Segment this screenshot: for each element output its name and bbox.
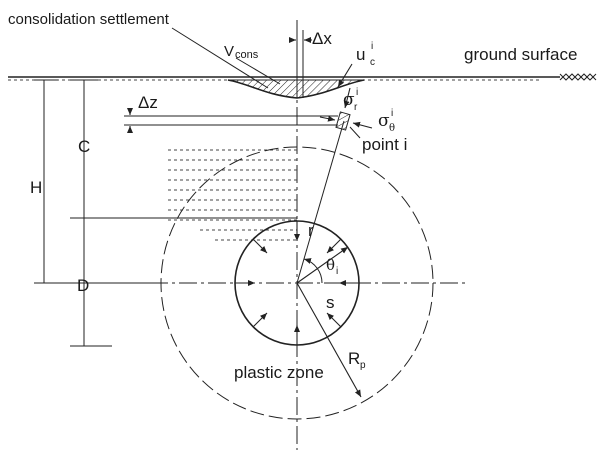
ground-surface-label: ground surface bbox=[464, 45, 577, 64]
settlement-u-label-sup: i bbox=[371, 41, 373, 52]
ground-hatch-symbol bbox=[559, 73, 597, 81]
point-i-element bbox=[335, 111, 351, 131]
sigma-theta-label: σ bbox=[378, 111, 390, 131]
tunnel-pressure-arrows bbox=[235, 221, 359, 345]
d-label: D bbox=[77, 276, 89, 295]
delta-x-label: Δx bbox=[312, 29, 332, 48]
plastic-zone-boundary bbox=[160, 146, 434, 420]
theta-sub: i bbox=[336, 266, 338, 277]
consolidation-zone-lines bbox=[168, 149, 297, 241]
vcons-label-sub: cons bbox=[235, 49, 259, 61]
theta-arc bbox=[303, 258, 323, 284]
c-d-dimension bbox=[70, 79, 297, 347]
sigma-theta-arrow-right bbox=[352, 121, 373, 129]
theta-label: θ bbox=[326, 256, 335, 274]
r-label: r bbox=[308, 221, 314, 240]
settlement-leader bbox=[171, 27, 269, 89]
consolidation-settlement-label: consolidation settlement bbox=[8, 11, 170, 28]
settlement-u-label-main: u bbox=[356, 45, 365, 64]
vcons-leader bbox=[235, 57, 281, 85]
sigma-r-label: σ bbox=[343, 90, 355, 110]
vcons-label-main: V bbox=[224, 43, 234, 60]
sigma-theta-sub: θ bbox=[389, 123, 395, 134]
point-i-label: point i bbox=[362, 135, 407, 154]
sigma-theta-arrow-left bbox=[319, 115, 336, 122]
sigma-r-sup: i bbox=[356, 87, 358, 98]
delta-x-dimension bbox=[289, 30, 312, 98]
point-i-leader bbox=[349, 126, 361, 139]
radius-rp-arrow bbox=[296, 282, 362, 398]
plastic-zone-label: plastic zone bbox=[234, 363, 324, 382]
h-dimension bbox=[34, 79, 150, 284]
radius-s-arrow bbox=[296, 246, 349, 284]
h-label: H bbox=[30, 178, 42, 197]
settlement-u-label-sub: c bbox=[370, 57, 375, 68]
sigma-r-arrow bbox=[343, 87, 351, 109]
s-label: s bbox=[326, 293, 335, 312]
rp-label-main: R bbox=[348, 349, 360, 368]
sigma-r-sub: r bbox=[354, 102, 358, 113]
c-label: C bbox=[78, 137, 90, 156]
delta-z-dimension bbox=[124, 108, 338, 133]
delta-z-label: Δz bbox=[138, 93, 158, 112]
rp-label-sub: p bbox=[360, 360, 366, 371]
radius-r-line bbox=[296, 120, 345, 284]
sigma-theta-sup: i bbox=[391, 108, 393, 119]
settlement-u-arrow bbox=[337, 63, 353, 88]
